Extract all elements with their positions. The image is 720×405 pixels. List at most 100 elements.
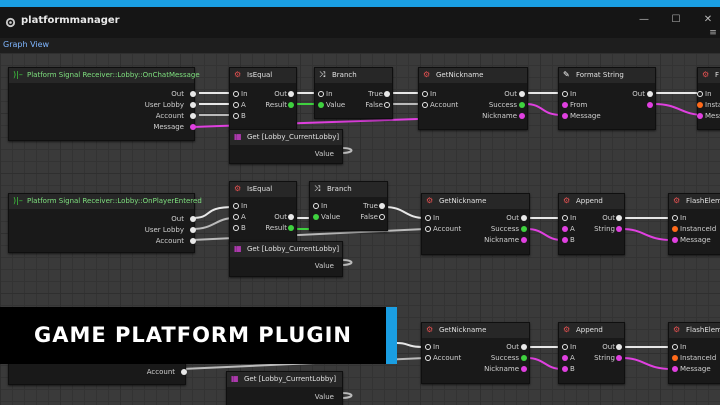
exec-in-pin[interactable] [422, 91, 428, 97]
get-nickname-node[interactable]: ⚙GetNickname In Account Out Success Nick… [421, 193, 530, 255]
bool-out-pin[interactable] [521, 355, 527, 361]
bool-out-pin[interactable] [519, 102, 525, 108]
pin-label: String [594, 354, 615, 362]
exec-in-pin[interactable] [562, 215, 568, 221]
string-in-pin[interactable] [562, 366, 568, 372]
input-pin[interactable] [233, 214, 239, 220]
string-out-pin[interactable] [519, 113, 525, 119]
pin-label: Out [274, 213, 287, 221]
pin-label: InstanceId [680, 354, 717, 362]
string-in-pin[interactable] [562, 113, 568, 119]
get-lobby-node[interactable]: ▦Get [Lobby_CurrentLobby] Value [229, 129, 343, 164]
exec-out-pin[interactable] [288, 91, 294, 97]
exec-in-pin[interactable] [233, 203, 239, 209]
get-lobby-node[interactable]: ▦Get [Lobby_CurrentLobby] Value [229, 241, 343, 277]
string-out-pin[interactable] [616, 226, 622, 232]
close-button[interactable]: ✕ [703, 14, 713, 25]
get-nickname-node[interactable]: ⚙GetNickname In Account Out Success Nick… [418, 67, 528, 130]
format-string-node[interactable]: ✎Format String In From Message Out [558, 67, 656, 130]
object-out-pin[interactable] [190, 238, 196, 244]
function-icon: ⚙ [673, 196, 681, 205]
exec-in-pin[interactable] [562, 344, 568, 350]
exec-out-pin[interactable] [521, 215, 527, 221]
exec-out-pin[interactable] [190, 91, 196, 97]
string-out-pin[interactable] [190, 124, 196, 130]
flash-element-node[interactable]: ⚙FlashEleme In InstanceId Message [668, 193, 720, 255]
string-in-pin[interactable] [562, 355, 568, 361]
signal-receiver-node-chat[interactable]: )|–Platform Signal Receiver::Lobby::OnCh… [8, 67, 200, 141]
exec-out-pin[interactable] [288, 214, 294, 220]
object-in-pin[interactable] [672, 226, 678, 232]
input-pin[interactable] [425, 226, 431, 232]
object-out-pin[interactable] [190, 102, 196, 108]
signal-receiver-node-partial[interactable]: Account [8, 363, 187, 385]
exec-in-pin[interactable] [672, 215, 678, 221]
exec-out-pin[interactable] [379, 203, 385, 209]
menu-icon[interactable]: ≡ [709, 28, 717, 38]
exec-in-pin[interactable] [562, 91, 568, 97]
isequal-node[interactable]: ⚙IsEqual In A B Out Result [229, 67, 297, 131]
string-in-pin[interactable] [562, 226, 568, 232]
exec-in-pin[interactable] [233, 91, 239, 97]
string-in-pin[interactable] [697, 113, 703, 119]
pin-label: A [570, 225, 575, 233]
append-node[interactable]: ⚙Append In A B Out String [558, 193, 625, 255]
exec-out-pin[interactable] [616, 215, 622, 221]
exec-out-pin[interactable] [521, 344, 527, 350]
exec-in-pin[interactable] [425, 344, 431, 350]
exec-out-pin[interactable] [519, 91, 525, 97]
string-out-pin[interactable] [521, 366, 527, 372]
minimize-button[interactable]: — [639, 14, 649, 25]
isequal-node[interactable]: ⚙IsEqual In A B Out Result [229, 181, 297, 243]
bool-out-pin[interactable] [288, 225, 294, 231]
exec-out-pin[interactable] [190, 216, 196, 222]
get-lobby-node[interactable]: ▦Get [Lobby_CurrentLobby] Value [226, 371, 343, 405]
exec-out-pin[interactable] [384, 91, 390, 97]
exec-out-pin[interactable] [616, 344, 622, 350]
maximize-button[interactable]: ☐ [671, 14, 681, 25]
branch-node[interactable]: ⤨Branch In Value True False [309, 181, 388, 231]
window-title: platformmanager [21, 15, 120, 26]
string-out-pin[interactable] [521, 237, 527, 243]
exec-in-pin[interactable] [425, 215, 431, 221]
flash-element-node[interactable]: ⚙F In Instanc Messa [697, 67, 720, 130]
object-out-pin[interactable] [181, 369, 187, 375]
input-pin[interactable] [233, 102, 239, 108]
object-out-pin[interactable] [190, 113, 196, 119]
pin-label: Account [155, 237, 184, 245]
exec-out-pin[interactable] [379, 214, 385, 220]
input-pin[interactable] [422, 102, 428, 108]
exec-in-pin[interactable] [697, 91, 703, 97]
bool-out-pin[interactable] [288, 102, 294, 108]
branch-node[interactable]: ⤨Branch In Value True False [314, 67, 393, 119]
exec-in-pin[interactable] [672, 344, 678, 350]
signal-receiver-node-entered[interactable]: )|–Platform Signal Receiver::Lobby::OnPl… [8, 193, 202, 253]
object-in-pin[interactable] [672, 355, 678, 361]
bool-out-pin[interactable] [521, 226, 527, 232]
variable-icon: ▦ [234, 244, 242, 253]
input-pin[interactable] [233, 225, 239, 231]
string-in-pin[interactable] [562, 237, 568, 243]
bool-in-pin[interactable] [318, 102, 324, 108]
pin-label: Account [433, 225, 462, 233]
input-pin[interactable] [233, 113, 239, 119]
graph-view-tab[interactable]: Graph View [3, 40, 50, 49]
exec-in-pin[interactable] [313, 203, 319, 209]
string-out-pin[interactable] [647, 102, 653, 108]
append-node[interactable]: ⚙Append In A B Out String [558, 322, 625, 384]
string-out-pin[interactable] [616, 355, 622, 361]
object-out-pin[interactable] [190, 227, 196, 233]
node-title: Format String [576, 71, 624, 79]
exec-out-pin[interactable] [647, 91, 653, 97]
exec-out-pin[interactable] [384, 102, 390, 108]
input-pin[interactable] [425, 355, 431, 361]
flash-element-node[interactable]: ⚙FlashEleme In InstanceId Message [668, 322, 720, 384]
get-nickname-node[interactable]: ⚙GetNickname In Account Out Success Nick… [421, 322, 530, 384]
string-in-pin[interactable] [672, 366, 678, 372]
bool-in-pin[interactable] [313, 214, 319, 220]
string-in-pin[interactable] [562, 102, 568, 108]
node-title: FlashEleme [686, 326, 720, 334]
exec-in-pin[interactable] [318, 91, 324, 97]
object-in-pin[interactable] [697, 102, 703, 108]
string-in-pin[interactable] [672, 237, 678, 243]
